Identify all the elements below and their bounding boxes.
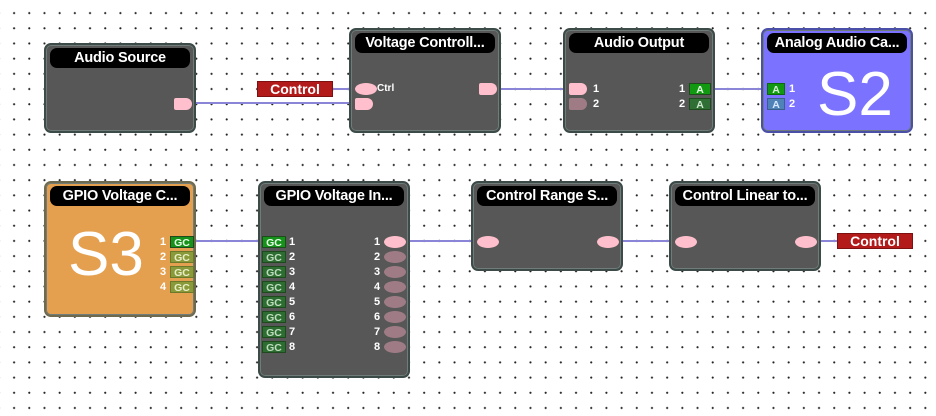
output-pin-7[interactable] (384, 326, 406, 338)
wire-linear-to-control-tag[interactable] (819, 240, 839, 242)
output-pin-4-label: 4 (160, 281, 167, 293)
block-title: Audio Source (50, 48, 190, 68)
block-gpio-voltage-input[interactable]: GPIO Voltage In... GC 1 GC 2 GC 3 GC 4 G… (258, 181, 410, 378)
input-pin-4-label: 4 (289, 281, 296, 293)
output-pin-6[interactable] (384, 311, 406, 323)
input-pin-2[interactable] (569, 98, 587, 110)
wire-range-scaler-to-linear[interactable] (620, 240, 672, 242)
wire-audio-source-to-vca[interactable] (192, 102, 350, 104)
input-pin-1[interactable] (569, 83, 587, 95)
slot-label: S2 (817, 60, 893, 129)
input-pin-2[interactable]: A (767, 98, 785, 111)
input-pin[interactable] (477, 236, 499, 248)
block-title: GPIO Voltage In... (264, 186, 404, 206)
output-pin-4[interactable]: GC (170, 281, 194, 294)
input-pin-1[interactable]: GC (262, 236, 286, 249)
output-pin-2-label: 2 (679, 98, 686, 110)
wire-gpio-input-to-range-scaler[interactable] (407, 240, 475, 242)
input-pin-7[interactable]: GC (262, 326, 286, 339)
output-pin-2[interactable]: A (689, 98, 711, 111)
audio-output-pin[interactable] (479, 83, 497, 95)
block-title: GPIO Voltage C... (50, 186, 190, 206)
input-pin-1-label: 1 (289, 236, 296, 248)
audio-input-pin[interactable] (355, 98, 373, 110)
input-pin-3[interactable]: GC (262, 266, 286, 279)
block-control-linear-to[interactable]: Control Linear to... (669, 181, 821, 271)
block-title: Control Linear to... (675, 186, 815, 206)
wire-gpio-card-to-gpio-input[interactable] (194, 240, 260, 242)
output-pin-3[interactable] (384, 266, 406, 278)
output-pin-8[interactable] (384, 341, 406, 353)
input-pin-8[interactable]: GC (262, 341, 286, 354)
wire-vca-to-audio-output[interactable] (499, 88, 565, 90)
output-pin-2-label: 2 (374, 251, 381, 263)
output-pin[interactable] (795, 236, 817, 248)
output-pin-4-label: 4 (374, 281, 381, 293)
output-pin-5[interactable] (384, 296, 406, 308)
input-pin-1-label: 1 (789, 83, 796, 95)
input-pin-2-label: 2 (593, 98, 600, 110)
input-pin-6-label: 6 (289, 311, 296, 323)
ctrl-input-pin[interactable] (355, 83, 377, 95)
output-pin-1[interactable]: GC (170, 236, 194, 249)
output-pin-1[interactable]: A (689, 83, 711, 96)
output-pin-2[interactable]: GC (170, 251, 194, 264)
ctrl-input-label: Ctrl (377, 83, 395, 94)
output-pin-2[interactable] (384, 251, 406, 263)
output-pin-7-label: 7 (374, 326, 381, 338)
input-pin[interactable] (675, 236, 697, 248)
block-gpio-voltage-card[interactable]: GPIO Voltage C... S3 1 GC 2 GC 3 GC 4 GC (44, 181, 196, 317)
input-pin-2-label: 2 (289, 251, 296, 263)
output-pin-2-label: 2 (160, 251, 167, 263)
input-pin-2[interactable]: GC (262, 251, 286, 264)
block-title: Voltage Controll... (355, 33, 495, 53)
output-pin-3-label: 3 (374, 266, 381, 278)
input-pin-5-label: 5 (289, 296, 296, 308)
input-pin-1[interactable]: A (767, 83, 785, 96)
wire-audio-output-to-analog-card[interactable] (710, 88, 764, 90)
wire-control-tag-to-vca-ctrl[interactable] (333, 88, 349, 90)
output-pin-1-label: 1 (160, 236, 167, 248)
output-pin-3[interactable]: GC (170, 266, 194, 279)
control-tag-out[interactable]: Control (837, 233, 913, 249)
block-title: Audio Output (569, 33, 709, 53)
input-pin-7-label: 7 (289, 326, 296, 338)
output-pin-8-label: 8 (374, 341, 381, 353)
control-tag-in[interactable]: Control (257, 81, 333, 97)
slot-label: S3 (68, 220, 144, 289)
block-title: Analog Audio Ca... (767, 33, 907, 53)
output-pin-6-label: 6 (374, 311, 381, 323)
input-pin-8-label: 8 (289, 341, 296, 353)
input-pin-5[interactable]: GC (262, 296, 286, 309)
output-pin-4[interactable] (384, 281, 406, 293)
output-pin-1-label: 1 (679, 83, 686, 95)
block-audio-source[interactable]: Audio Source (44, 43, 196, 133)
input-pin-3-label: 3 (289, 266, 296, 278)
output-pin-1[interactable] (384, 236, 406, 248)
block-voltage-controlled-amp[interactable]: Voltage Controll... Ctrl (349, 28, 501, 133)
output-pin-3-label: 3 (160, 266, 167, 278)
block-analog-audio-card[interactable]: Analog Audio Ca... A 1 A 2 S2 (761, 28, 913, 133)
input-pin-1-label: 1 (593, 83, 600, 95)
input-pin-6[interactable]: GC (262, 311, 286, 324)
input-pin-2-label: 2 (789, 98, 796, 110)
output-pin-5-label: 5 (374, 296, 381, 308)
block-audio-output[interactable]: Audio Output 1 2 1 A 2 A (563, 28, 715, 133)
block-title: Control Range S... (477, 186, 617, 206)
output-pin[interactable] (597, 236, 619, 248)
output-pin-1-label: 1 (374, 236, 381, 248)
block-control-range-scaler[interactable]: Control Range S... (471, 181, 623, 271)
input-pin-4[interactable]: GC (262, 281, 286, 294)
output-pin[interactable] (174, 98, 192, 110)
